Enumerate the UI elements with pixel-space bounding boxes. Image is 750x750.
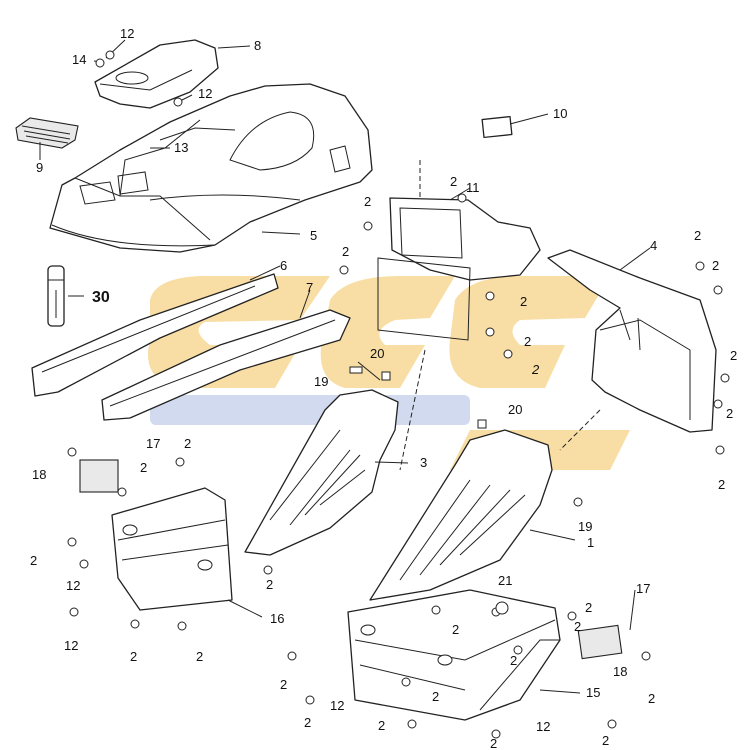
callout-18-left: 18 bbox=[32, 467, 46, 482]
callout-2-g: 2 bbox=[524, 334, 531, 349]
callout-2-h: 2 bbox=[531, 362, 540, 377]
callout-2-o: 2 bbox=[266, 577, 273, 592]
callout-12-left-a: 12 bbox=[66, 578, 80, 593]
callout-2-aa: 2 bbox=[490, 736, 497, 750]
callout-2-b: 2 bbox=[364, 194, 371, 209]
bracket-part-11 bbox=[377, 197, 541, 341]
callout-12-left-b: 12 bbox=[64, 638, 78, 653]
callout-14: 14 bbox=[72, 52, 86, 67]
lower-plate-part-15 bbox=[347, 589, 561, 721]
callout-2-n: 2 bbox=[30, 553, 37, 568]
callout-4: 4 bbox=[650, 238, 657, 253]
callout-2-t: 2 bbox=[196, 649, 203, 664]
leader-lines bbox=[39, 39, 651, 694]
upper-cowl-part-5 bbox=[49, 83, 373, 253]
callout-2-d: 2 bbox=[694, 228, 701, 243]
callout-2-c: 2 bbox=[342, 244, 349, 259]
callout-30: 30 bbox=[92, 289, 110, 306]
callout-2-j: 2 bbox=[726, 406, 733, 421]
tube-part-30 bbox=[47, 265, 65, 327]
frame-part-1 bbox=[369, 429, 553, 601]
rail-part-6 bbox=[31, 273, 279, 397]
callout-7: 7 bbox=[306, 280, 313, 295]
callout-2-l: 2 bbox=[184, 436, 191, 451]
callout-2-q: 2 bbox=[452, 622, 459, 637]
callout-12-bottom-a: 12 bbox=[330, 698, 344, 713]
callout-2-ab: 2 bbox=[602, 733, 609, 748]
callout-2-f: 2 bbox=[520, 294, 527, 309]
callout-21: 21 bbox=[498, 573, 512, 588]
lower-plate-part-16 bbox=[111, 487, 233, 611]
screws bbox=[67, 50, 730, 739]
callout-2-x: 2 bbox=[648, 691, 655, 706]
callout-13: 13 bbox=[174, 140, 188, 155]
lid-part-8 bbox=[94, 39, 219, 109]
callout-19-upper: 19 bbox=[314, 374, 328, 389]
callout-2-w: 2 bbox=[432, 689, 439, 704]
callout-8: 8 bbox=[254, 38, 261, 53]
callout-2-v: 2 bbox=[280, 677, 287, 692]
callout-2-y: 2 bbox=[304, 715, 311, 730]
callout-5: 5 bbox=[310, 228, 317, 243]
callout-2-u: 2 bbox=[510, 653, 517, 668]
callout-18-right: 18 bbox=[613, 664, 627, 679]
callout-2-m: 2 bbox=[140, 460, 147, 475]
callout-17-left: 17 bbox=[146, 436, 160, 451]
callout-10: 10 bbox=[553, 106, 567, 121]
callout-2-r: 2 bbox=[574, 619, 581, 634]
callout-2-p: 2 bbox=[585, 600, 592, 615]
callout-12-top: 12 bbox=[120, 26, 134, 41]
callout-2-s: 2 bbox=[130, 649, 137, 664]
side-panel-part-4 bbox=[547, 249, 717, 433]
callout-12-lid: 12 bbox=[198, 86, 212, 101]
frame-part-3 bbox=[244, 389, 399, 556]
callout-9: 9 bbox=[36, 160, 43, 175]
clip-part-17-left bbox=[79, 459, 119, 493]
callout-2-k: 2 bbox=[718, 477, 725, 492]
label-plate-part-10 bbox=[481, 115, 513, 139]
callout-20-upper: 20 bbox=[370, 346, 384, 361]
callout-labels: 12 14 8 12 13 9 5 10 11 2 2 2 4 2 2 6 7 … bbox=[30, 26, 737, 750]
callout-17-right: 17 bbox=[636, 581, 650, 596]
callout-3: 3 bbox=[420, 455, 427, 470]
callout-20-lower: 20 bbox=[508, 402, 522, 417]
callout-1: 1 bbox=[587, 535, 594, 550]
clip-part-17-right bbox=[577, 624, 623, 660]
callout-6: 6 bbox=[280, 258, 287, 273]
callout-2-z: 2 bbox=[378, 718, 385, 733]
vent-grille-part-9 bbox=[15, 117, 79, 149]
callout-2-e: 2 bbox=[712, 258, 719, 273]
callout-15: 15 bbox=[586, 685, 600, 700]
rail-part-7 bbox=[101, 309, 351, 421]
callout-2-i: 2 bbox=[730, 348, 737, 363]
callout-19-lower: 19 bbox=[578, 519, 592, 534]
callout-11: 11 bbox=[466, 180, 480, 195]
callout-16: 16 bbox=[270, 611, 284, 626]
callout-2-a: 2 bbox=[450, 174, 457, 189]
callout-12-bottom-b: 12 bbox=[536, 719, 550, 734]
